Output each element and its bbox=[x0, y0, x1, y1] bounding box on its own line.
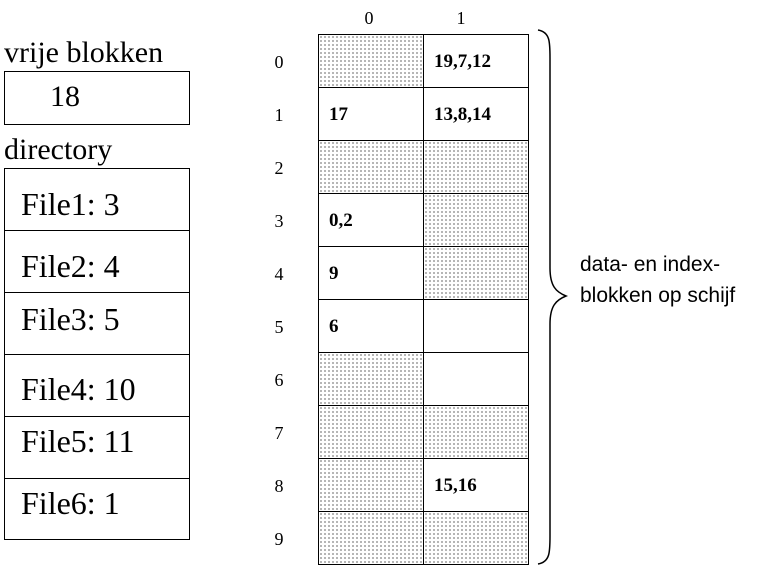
directory-title: directory bbox=[4, 133, 113, 166]
disk-block-content: 17 bbox=[329, 104, 348, 125]
disk-block-content: 0,2 bbox=[329, 210, 353, 231]
free-blocks-box: 18 bbox=[4, 71, 190, 125]
directory-entry: File3: 5 bbox=[5, 293, 189, 355]
annotation-line-1: data- en index- bbox=[580, 253, 721, 276]
row-header: 4 bbox=[274, 264, 284, 284]
disk-block-content: 9 bbox=[329, 263, 339, 284]
curly-brace-icon bbox=[537, 29, 569, 565]
column-header: 1 bbox=[456, 8, 466, 28]
disk-block bbox=[423, 246, 529, 300]
row-header: 5 bbox=[274, 317, 284, 337]
directory-entry: File1: 3 bbox=[5, 169, 189, 231]
directory-entry: File5: 11 bbox=[5, 417, 189, 479]
disk-block-content: 19,7,12 bbox=[434, 51, 491, 72]
directory-entry: File2: 4 bbox=[5, 231, 189, 293]
disk-block bbox=[423, 140, 529, 194]
disk-block-content: 13,8,14 bbox=[434, 104, 491, 125]
directory-table: File1: 3 File2: 4 File3: 5 File4: 10 Fil… bbox=[4, 168, 190, 540]
disk-block bbox=[423, 352, 529, 406]
disk-block bbox=[318, 405, 424, 459]
disk-block: 17 bbox=[318, 87, 424, 141]
disk-block bbox=[318, 140, 424, 194]
disk-block bbox=[318, 352, 424, 406]
row-header: 0 bbox=[274, 52, 284, 72]
disk-block bbox=[423, 193, 529, 247]
row-header: 8 bbox=[274, 476, 284, 496]
disk-annotation: data- en index- blokken op schijf bbox=[580, 249, 735, 311]
directory-entry-label: File6: 1 bbox=[21, 485, 120, 521]
row-header: 3 bbox=[274, 211, 284, 231]
disk-block bbox=[318, 458, 424, 512]
disk-block bbox=[423, 511, 529, 565]
row-header: 9 bbox=[274, 529, 284, 549]
disk-block: 6 bbox=[318, 299, 424, 353]
disk-block-content: 15,16 bbox=[434, 475, 477, 496]
directory-entry: File6: 1 bbox=[5, 479, 189, 541]
row-header: 7 bbox=[274, 423, 284, 443]
disk-block bbox=[423, 405, 529, 459]
row-header: 2 bbox=[274, 158, 284, 178]
directory-entry-label: File3: 5 bbox=[21, 301, 120, 337]
disk-block: 19,7,12 bbox=[423, 34, 529, 88]
disk-block-content: 6 bbox=[329, 316, 339, 337]
disk-block: 9 bbox=[318, 246, 424, 300]
annotation-line-2: blokken op schijf bbox=[580, 284, 736, 307]
disk-block bbox=[423, 299, 529, 353]
row-header: 1 bbox=[274, 105, 284, 125]
disk-block bbox=[318, 34, 424, 88]
directory-entry-label: File4: 10 bbox=[21, 371, 136, 407]
disk-block bbox=[318, 511, 424, 565]
disk-block: 0,2 bbox=[318, 193, 424, 247]
directory-entry-label: File1: 3 bbox=[21, 186, 120, 222]
free-blocks-title: vrije blokken bbox=[4, 36, 164, 69]
disk-block: 13,8,14 bbox=[423, 87, 529, 141]
directory-entry-label: File5: 11 bbox=[21, 423, 135, 459]
directory-entry-label: File2: 4 bbox=[21, 248, 120, 284]
disk-block: 15,16 bbox=[423, 458, 529, 512]
free-blocks-value: 18 bbox=[50, 80, 80, 113]
column-header: 0 bbox=[364, 8, 374, 28]
row-header: 6 bbox=[274, 370, 284, 390]
directory-entry: File4: 10 bbox=[5, 355, 189, 417]
